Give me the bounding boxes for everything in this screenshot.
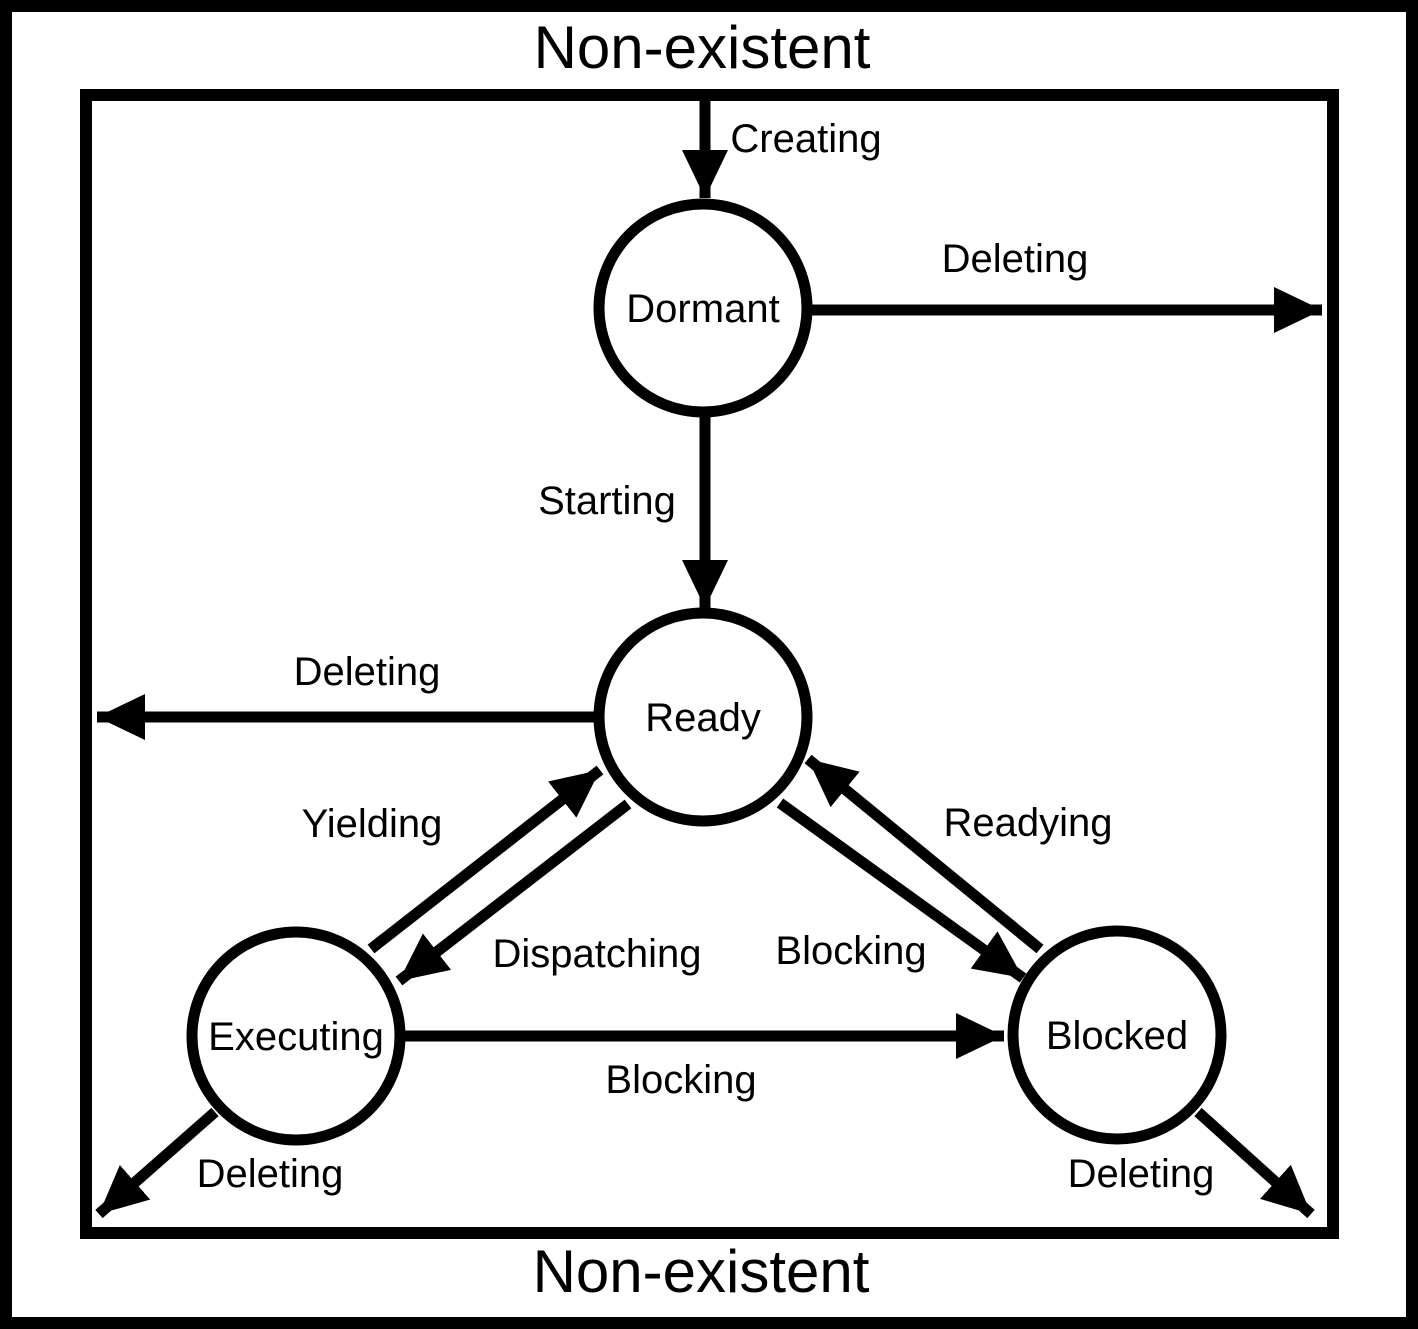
- transition-yielding-label: Yielding: [302, 802, 443, 846]
- transition-deleting-ready-label: Deleting: [294, 650, 441, 694]
- transition-deleting-executing-label: Deleting: [197, 1152, 344, 1196]
- transition-dispatching-arrow: [395, 799, 632, 986]
- state-blocked-label: Blocked: [1046, 1014, 1188, 1058]
- transition-creating-label: Creating: [730, 117, 881, 161]
- state-ready-label: Ready: [645, 696, 761, 740]
- state-blocked-node: [1007, 925, 1227, 1145]
- transition-deleting-executing-arrow: [95, 1107, 219, 1219]
- transition-blocking-ready-label: Blocking: [775, 929, 926, 973]
- transition-blocking-ready-arrow: [776, 798, 1027, 983]
- transition-yielding-arrow: [367, 765, 604, 954]
- transition-dispatching-label: Dispatching: [492, 932, 701, 976]
- state-ready-node: [593, 607, 813, 827]
- non-existent-title-bottom: Non-existent: [533, 1238, 870, 1305]
- transition-deleting-blocked-arrow: [1194, 1107, 1315, 1219]
- transition-readying-label: Readying: [943, 801, 1112, 845]
- state-dormant-label: Dormant: [626, 287, 779, 331]
- transition-readying-arrow: [804, 754, 1044, 954]
- transition-deleting-dormant-label: Deleting: [942, 237, 1089, 281]
- state-executing-node: [186, 926, 406, 1146]
- state-executing-label: Executing: [208, 1015, 384, 1059]
- transition-deleting-blocked-label: Deleting: [1068, 1152, 1215, 1196]
- transition-blocking-executing-label: Blocking: [605, 1058, 756, 1102]
- non-existent-title-top: Non-existent: [534, 14, 871, 81]
- state-dormant-node: [593, 198, 813, 418]
- inner-boundary-border: [80, 89, 1339, 1239]
- transition-starting-label: Starting: [538, 479, 676, 523]
